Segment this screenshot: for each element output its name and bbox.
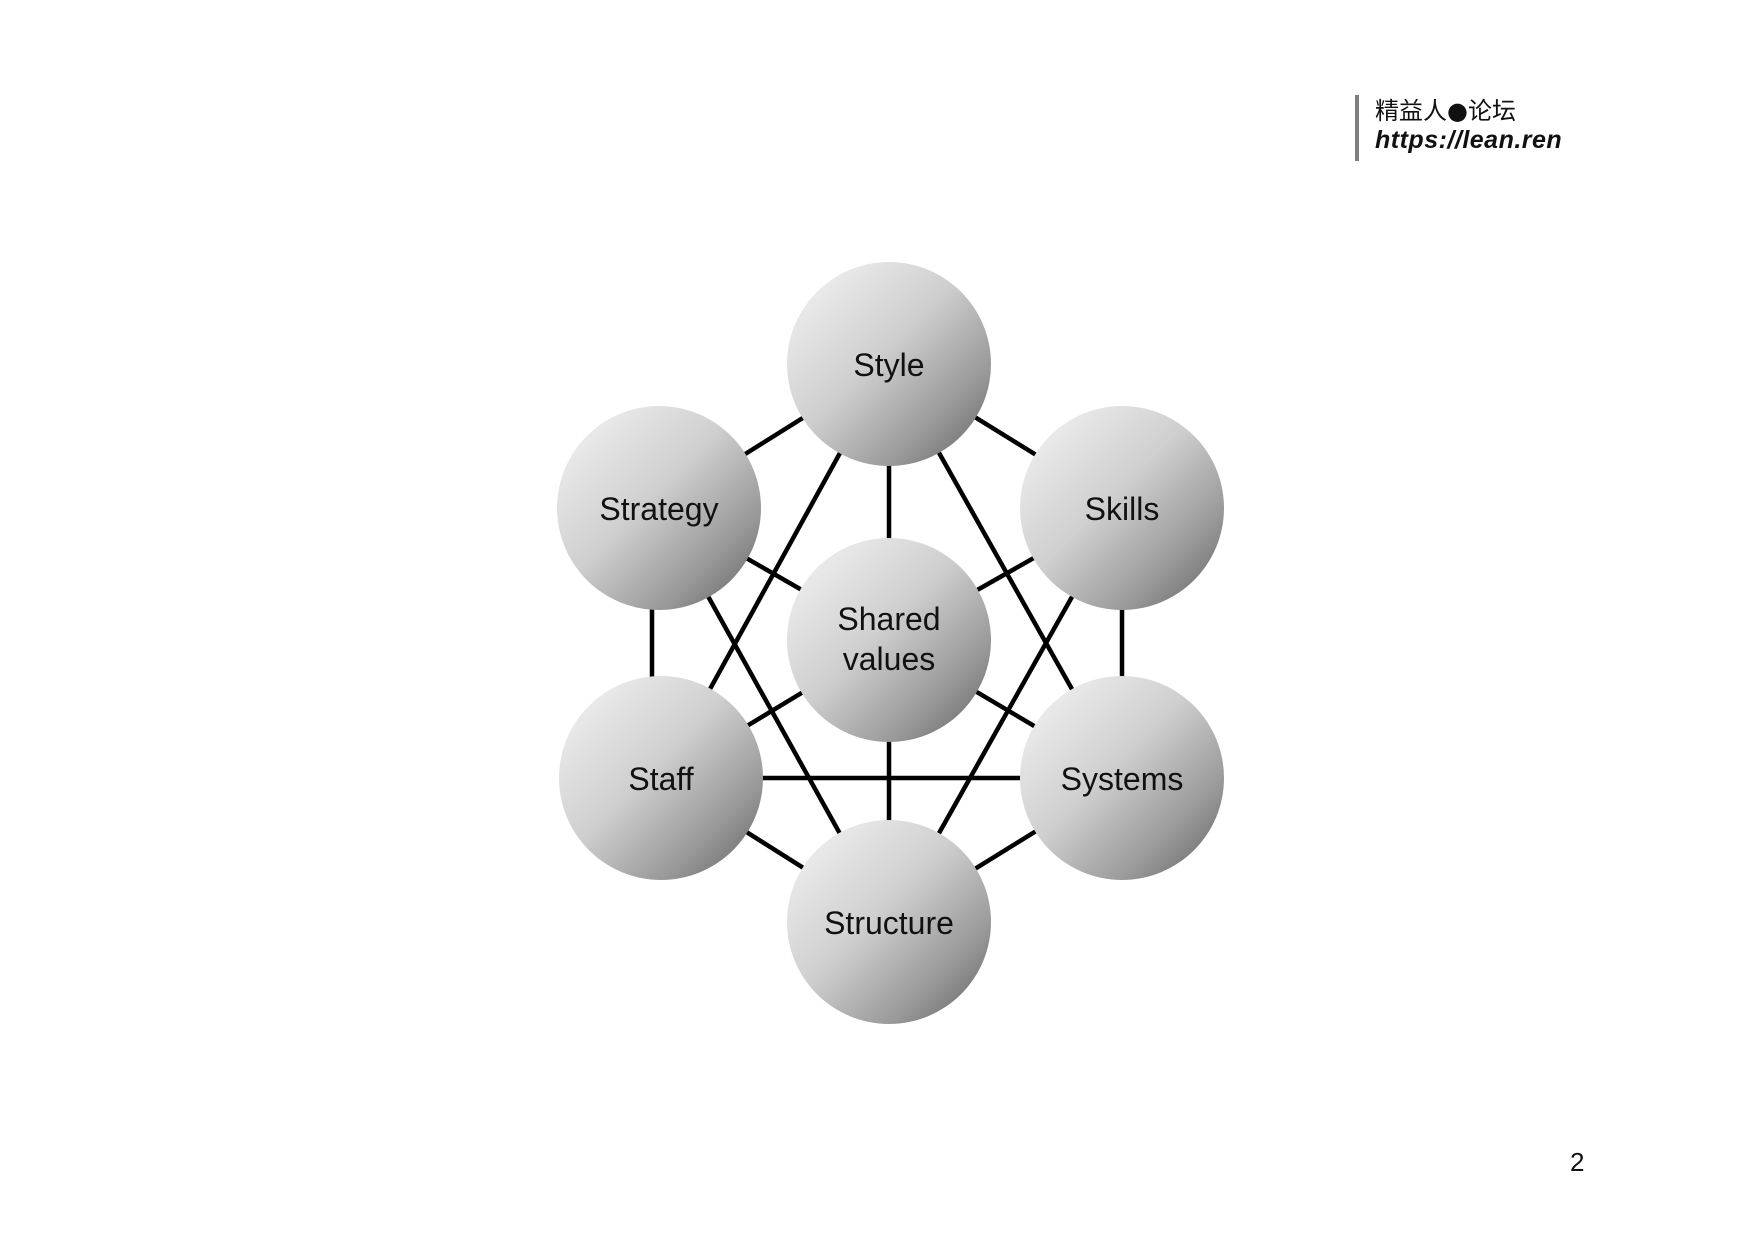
sphere-strategy (557, 406, 761, 610)
label-style: Style (853, 347, 924, 383)
page-number: 2 (1570, 1147, 1585, 1177)
node-systems: Systems (1020, 676, 1224, 880)
label-shared-values-line2: values (843, 641, 936, 677)
sphere-shared-values (787, 538, 991, 742)
label-systems: Systems (1061, 761, 1184, 797)
logo-chinese-text: 精益人●论坛 (1375, 97, 1516, 125)
header-logo: 精益人●论坛 https://lean.ren (1355, 95, 1562, 161)
node-shared-values: Shared values (787, 538, 991, 742)
sphere-systems (1020, 676, 1224, 880)
label-structure: Structure (824, 905, 954, 941)
sphere-skills (1020, 406, 1224, 610)
node-style: Style (787, 262, 991, 466)
label-shared-values-line1: Shared (837, 601, 940, 637)
sphere-structure (787, 820, 991, 1024)
node-staff: Staff (559, 676, 763, 880)
logo-url-text: https://lean.ren (1375, 126, 1563, 154)
label-skills: Skills (1085, 491, 1160, 527)
node-skills: Skills (1020, 406, 1224, 610)
sphere-staff (559, 676, 763, 880)
label-strategy: Strategy (599, 491, 718, 527)
label-staff: Staff (628, 761, 693, 797)
node-strategy: Strategy (557, 406, 761, 610)
sphere-style (787, 262, 991, 466)
node-structure: Structure (787, 820, 991, 1024)
